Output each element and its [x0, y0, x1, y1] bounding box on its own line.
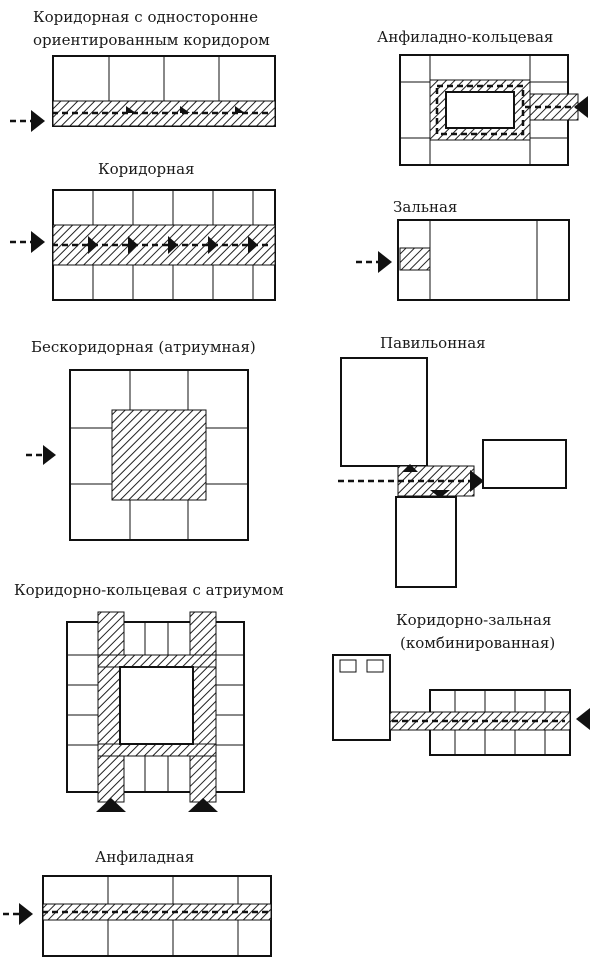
building-outline	[69, 369, 249, 541]
entrance-arrow	[576, 708, 590, 730]
label-corridorless: Бескоридорная (атриумная)	[31, 338, 256, 356]
scheme-enfilade-ring: Анфиладно-кольцевая	[377, 28, 588, 166]
scheme-enfilade: Анфиладная	[3, 848, 272, 957]
scheme-corridor-hall: Коридорно-зальная (комбинированная)	[332, 611, 590, 756]
corridor-right-hatched	[189, 611, 217, 803]
pavilion-bottom	[395, 496, 457, 588]
building-outline	[66, 621, 245, 793]
building-outline	[397, 219, 570, 301]
pavilion-right	[482, 439, 567, 489]
entrance-arrow-right	[188, 798, 218, 812]
entrance-hatched	[399, 247, 431, 271]
label-one-sided-corridor-line1: Коридорная с односторонне	[33, 8, 258, 26]
label-one-sided-corridor-line2: ориентированным коридором	[33, 31, 270, 49]
hall-block	[332, 654, 391, 741]
scheme-one-sided-corridor: Коридорная с односторонне ориентированны…	[10, 8, 276, 132]
scheme-corridor: Коридорная	[10, 160, 276, 301]
scheme-hall: Зальная	[356, 198, 570, 301]
scheme-corridor-ring-atrium: Коридорно-кольцевая с атриумом	[14, 581, 284, 812]
scheme-pavilion: Павильонная	[338, 334, 567, 588]
entrance-arrow-left	[96, 798, 126, 812]
pavilion-top	[340, 357, 428, 467]
label-corridor: Коридорная	[98, 160, 195, 178]
label-corridor-hall-line1: Коридорно-зальная	[396, 611, 551, 629]
label-corridor-hall-line2: (комбинированная)	[400, 634, 555, 652]
label-pavilion: Павильонная	[380, 334, 486, 352]
atrium-hatched	[111, 409, 207, 501]
label-corridor-ring-atrium: Коридорно-кольцевая с атриумом	[14, 581, 284, 599]
label-hall: Зальная	[393, 198, 457, 216]
corridor-hatched	[389, 711, 571, 731]
scheme-corridorless: Бескоридорная (атриумная)	[26, 338, 256, 541]
label-enfilade-ring: Анфиладно-кольцевая	[377, 28, 553, 46]
label-enfilade: Анфиладная	[95, 848, 194, 866]
atrium	[119, 666, 194, 745]
entrance-arrow	[574, 96, 588, 118]
